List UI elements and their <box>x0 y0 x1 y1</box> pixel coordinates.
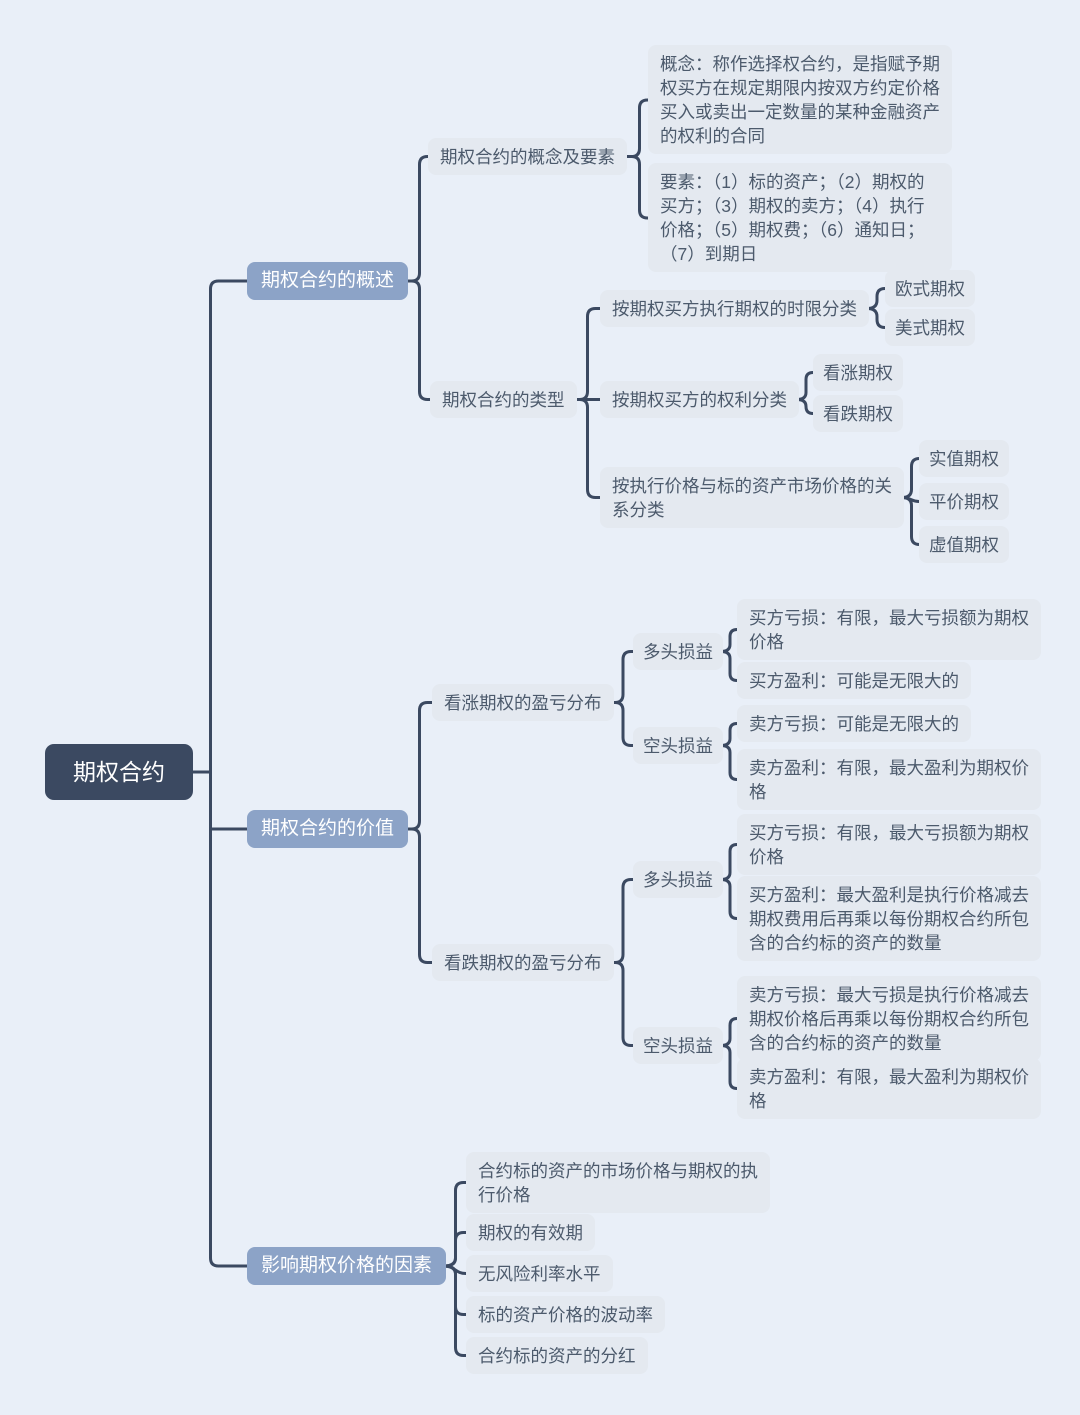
connector-lines <box>189 98 925 1357</box>
leaf-factor-risk-free-rate: 无风险利率水平 <box>466 1255 613 1292</box>
root-node: 期权合约 <box>45 744 193 800</box>
leaf-put-long-buyer-profit: 买方盈利：最大盈利是执行价格减去期权费用后再乘以每份期权合约所包含的合约标的资产… <box>737 876 1041 961</box>
node-call-pnl-distribution: 看涨期权的盈亏分布 <box>432 684 614 721</box>
leaf-factor-market-price-vs-strike: 合约标的资产的市场价格与期权的执行价格 <box>466 1152 770 1213</box>
connector <box>719 744 743 781</box>
node-put-long-pnl: 多头损益 <box>633 861 723 898</box>
node-classify-by-exercise-time: 按期权买方执行期权的时限分类 <box>600 290 869 327</box>
leaf-call-long-buyer-profit: 买方盈利：可能是无限大的 <box>737 662 971 699</box>
connector <box>573 398 606 499</box>
connector <box>623 155 654 220</box>
leaf-elements: 要素：（1）标的资产；（2）期权的买方；（3）期权的卖方；（4）执行价格；（5）… <box>648 163 952 272</box>
connector <box>209 279 251 1268</box>
connector <box>719 878 743 920</box>
node-classify-by-price-relation: 按执行价格与标的资产市场价格的关系分类 <box>600 467 904 528</box>
leaf-american-option: 美式期权 <box>885 309 975 346</box>
connector <box>795 398 819 415</box>
leaf-call-option: 看涨期权 <box>813 354 903 391</box>
leaf-factor-volatility: 标的资产价格的波动率 <box>466 1296 665 1333</box>
leaf-out-of-the-money-option: 虚值期权 <box>919 526 1009 563</box>
connector <box>610 961 639 1047</box>
connector <box>442 1264 472 1357</box>
leaf-call-short-seller-profit: 卖方盈利：有限，最大盈利为期权价格 <box>737 749 1041 810</box>
connector <box>900 496 925 546</box>
branch-overview: 期权合约的概述 <box>247 262 408 300</box>
node-classify-by-buyer-right: 按期权买方的权利分类 <box>600 381 799 418</box>
node-call-long-pnl: 多头损益 <box>633 633 723 670</box>
node-put-short-pnl: 空头损益 <box>633 1027 723 1064</box>
node-option-types: 期权合约的类型 <box>430 381 577 418</box>
leaf-at-the-money-option: 平价期权 <box>919 483 1009 520</box>
connector <box>900 457 925 499</box>
leaf-factor-dividend: 合约标的资产的分红 <box>466 1337 648 1374</box>
connector <box>719 1044 743 1090</box>
leaf-put-option: 看跌期权 <box>813 395 903 432</box>
connector <box>865 307 891 329</box>
leaf-put-long-buyer-loss: 买方亏损：有限，最大亏损额为期权价格 <box>737 814 1041 875</box>
leaf-put-short-seller-loss: 卖方亏损：最大亏损是执行价格减去期权价格后再乘以每份期权合约所包含的合约标的资产… <box>737 976 1041 1061</box>
leaf-call-long-buyer-loss: 买方亏损：有限，最大亏损额为期权价格 <box>737 599 1041 660</box>
node-put-pnl-distribution: 看跌期权的盈亏分布 <box>432 944 614 981</box>
connector <box>404 827 438 964</box>
node-call-short-pnl: 空头损益 <box>633 727 723 764</box>
connector <box>404 155 434 283</box>
connector <box>865 287 891 310</box>
connector <box>442 1231 472 1268</box>
branch-price-factors: 影响期权价格的因素 <box>247 1247 446 1285</box>
leaf-call-short-seller-loss: 卖方亏损：可能是无限大的 <box>737 705 971 742</box>
connector <box>404 701 438 831</box>
node-concept-and-elements: 期权合约的概念及要素 <box>428 138 627 175</box>
leaf-in-the-money-option: 实值期权 <box>919 440 1009 477</box>
branch-value: 期权合约的价值 <box>247 810 408 848</box>
connector <box>610 701 639 747</box>
leaf-concept: 概念：称作选择权合约，是指赋予期权买方在规定期限内按双方约定价格买入或卖出一定数… <box>648 45 952 154</box>
leaf-european-option: 欧式期权 <box>885 270 975 307</box>
connector <box>404 279 436 401</box>
leaf-factor-validity-period: 期权的有效期 <box>466 1214 595 1251</box>
leaf-put-short-seller-profit: 卖方盈利：有限，最大盈利为期权价格 <box>737 1058 1041 1119</box>
connector <box>719 650 743 682</box>
